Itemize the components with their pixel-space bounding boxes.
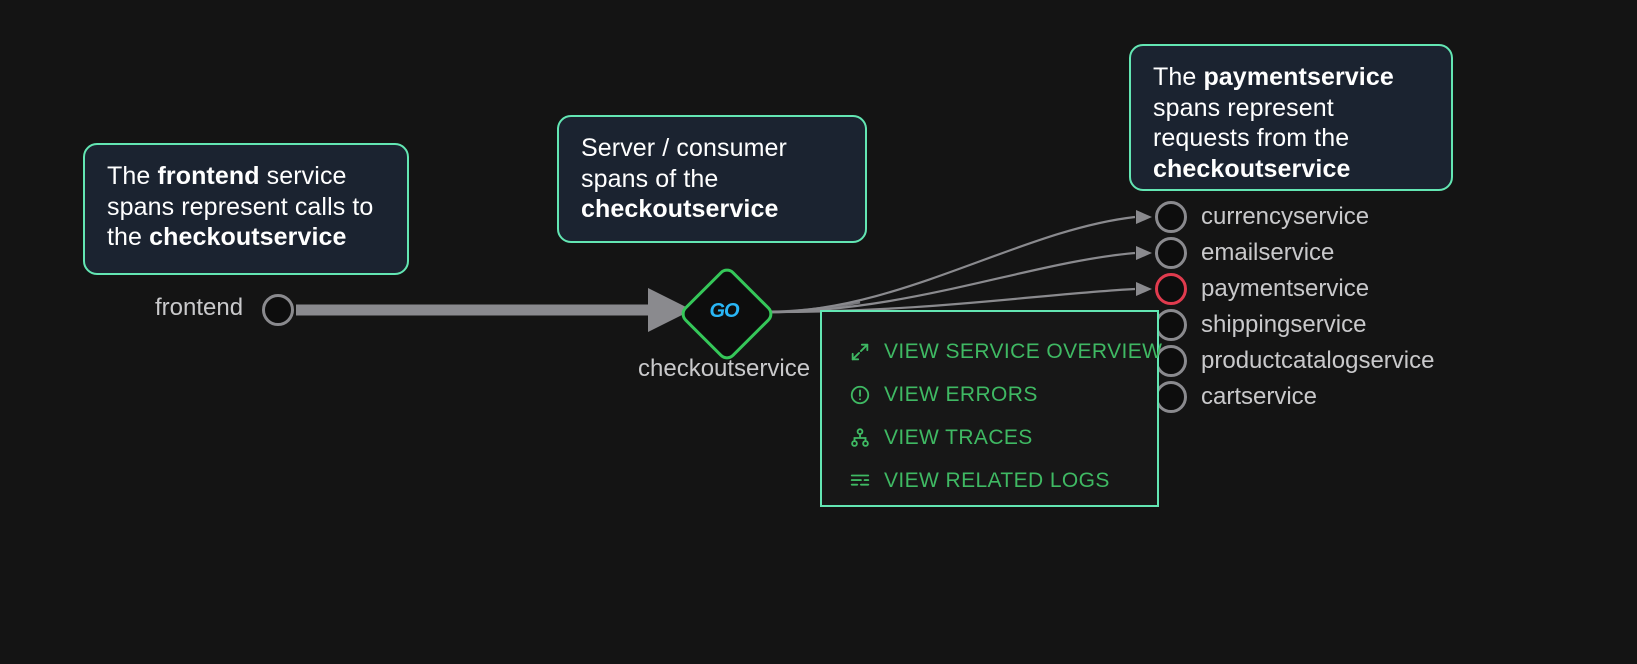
cartservice-node[interactable] bbox=[1155, 381, 1187, 413]
frontend-node-label: frontend bbox=[155, 294, 244, 321]
service-context-menu[interactable]: VIEW SERVICE OVERVIEW VIEW ERRORS bbox=[820, 310, 1162, 507]
service-row-productcatalogservice[interactable]: productcatalogservice bbox=[1155, 345, 1434, 377]
expand-arrows-icon bbox=[848, 340, 872, 364]
shippingservice-node[interactable] bbox=[1155, 309, 1187, 341]
menu-label-view-related-logs: VIEW RELATED LOGS bbox=[884, 468, 1110, 492]
menu-item-view-related-logs[interactable]: VIEW RELATED LOGS bbox=[822, 459, 1157, 502]
currencyservice-label: currencyservice bbox=[1201, 203, 1370, 230]
service-row-emailservice[interactable]: emailservice bbox=[1155, 237, 1334, 269]
emailservice-node[interactable] bbox=[1155, 237, 1187, 269]
menu-item-view-errors[interactable]: VIEW ERRORS bbox=[822, 373, 1157, 416]
service-row-currencyservice[interactable]: currencyservice bbox=[1155, 201, 1369, 233]
menu-label-view-errors: VIEW ERRORS bbox=[884, 382, 1038, 406]
frontend-node[interactable] bbox=[262, 294, 294, 326]
service-row-paymentservice[interactable]: paymentservice bbox=[1155, 273, 1369, 305]
checkout-callout: Server / consumer spans of the checkouts… bbox=[557, 115, 867, 243]
currencyservice-node[interactable] bbox=[1155, 201, 1187, 233]
error-circle-icon bbox=[848, 383, 872, 407]
checkoutservice-node-label: checkoutservice bbox=[638, 355, 811, 382]
traces-hierarchy-icon bbox=[848, 426, 872, 450]
service-row-shippingservice[interactable]: shippingservice bbox=[1155, 309, 1366, 341]
go-language-icon: GO bbox=[709, 299, 739, 322]
menu-label-view-traces: VIEW TRACES bbox=[884, 425, 1033, 449]
service-row-cartservice[interactable]: cartservice bbox=[1155, 381, 1317, 413]
shippingservice-label: shippingservice bbox=[1201, 311, 1367, 338]
checkoutservice-node[interactable]: GO bbox=[677, 264, 777, 364]
productcatalogservice-label: productcatalogservice bbox=[1201, 347, 1435, 374]
emailservice-label: emailservice bbox=[1201, 239, 1335, 266]
payment-callout: The paymentservice spans represent reque… bbox=[1129, 44, 1453, 191]
menu-label-view-service-overview: VIEW SERVICE OVERVIEW bbox=[884, 339, 1163, 363]
payment-callout-text: The paymentservice spans represent reque… bbox=[1153, 63, 1394, 183]
paymentservice-node[interactable] bbox=[1155, 273, 1187, 305]
edge-frontend-to-checkoutservice bbox=[296, 288, 692, 332]
logs-list-icon bbox=[848, 469, 872, 493]
frontend-callout-text: The frontend service spans represent cal… bbox=[107, 162, 374, 251]
paymentservice-label: paymentservice bbox=[1201, 275, 1370, 302]
checkout-callout-text: Server / consumer spans of the checkouts… bbox=[581, 134, 787, 223]
edge-checkout-to-emailservice bbox=[767, 246, 1152, 314]
frontend-callout: The frontend service spans represent cal… bbox=[83, 143, 409, 275]
menu-item-view-traces[interactable]: VIEW TRACES bbox=[822, 416, 1157, 459]
cartservice-label: cartservice bbox=[1201, 383, 1318, 410]
edge-fan-tail bbox=[767, 300, 861, 314]
menu-item-view-service-overview[interactable]: VIEW SERVICE OVERVIEW bbox=[822, 330, 1162, 373]
